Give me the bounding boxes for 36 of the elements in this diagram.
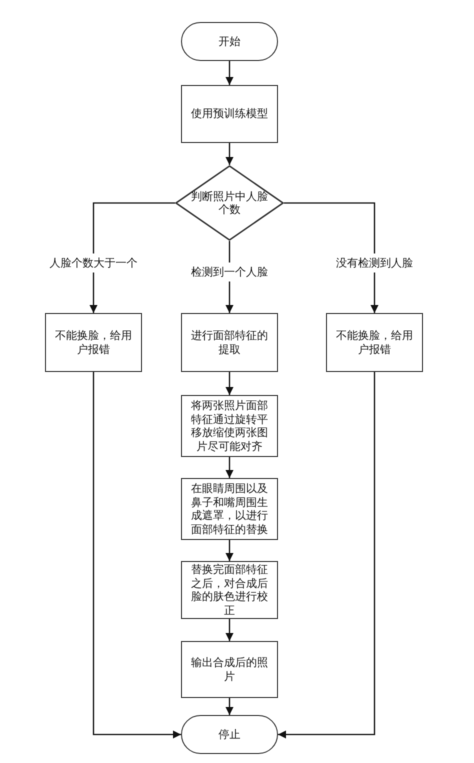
edge-label: 检测到一个人脸 (190, 262, 269, 282)
node-text: 进行面部特征的提取 (190, 329, 269, 356)
arrow (90, 202, 175, 313)
arrow (92, 372, 181, 738)
node-text: 不能换脸，给用户报错 (54, 329, 133, 356)
edge-label: 没有检测到人脸 (335, 254, 414, 272)
arrow (284, 202, 378, 313)
terminal-node (181, 22, 278, 61)
process-box (181, 561, 278, 619)
terminal-node (181, 715, 278, 754)
arrow (226, 457, 234, 478)
node-text: 将两张照片面部特征通过旋转平移放缩使两张图片尽可能对齐 (190, 399, 269, 453)
arrow (226, 619, 234, 641)
arrow (226, 143, 234, 165)
process-box (181, 395, 278, 457)
arrow (226, 698, 234, 715)
arrow (278, 372, 376, 738)
process-box (181, 85, 278, 143)
process-box (181, 478, 278, 540)
node-text: 判断照片中人脸个数 (190, 190, 269, 216)
node-text: 开始 (218, 34, 240, 48)
node-text: 输出合成后的照片 (190, 656, 269, 683)
process-box (181, 641, 278, 698)
process-box (326, 313, 423, 372)
process-box (45, 313, 142, 372)
decision-diamond (175, 165, 284, 241)
process-box (181, 313, 278, 372)
node-text: 停止 (218, 728, 240, 742)
node-text: 替换完面部特征之后，对合成后脸的肤色进行校正 (190, 563, 269, 617)
node-text: 在眼睛周围以及鼻子和嘴周围生成遮罩，以进行面部特征的替换 (190, 482, 269, 536)
node-text: 不能换脸，给用户报错 (335, 329, 414, 356)
arrow (226, 372, 234, 395)
arrow (226, 61, 234, 85)
arrow (226, 540, 234, 561)
node-text: 使用预训练模型 (191, 107, 268, 121)
edge-label: 人脸个数大于一个 (48, 254, 138, 272)
